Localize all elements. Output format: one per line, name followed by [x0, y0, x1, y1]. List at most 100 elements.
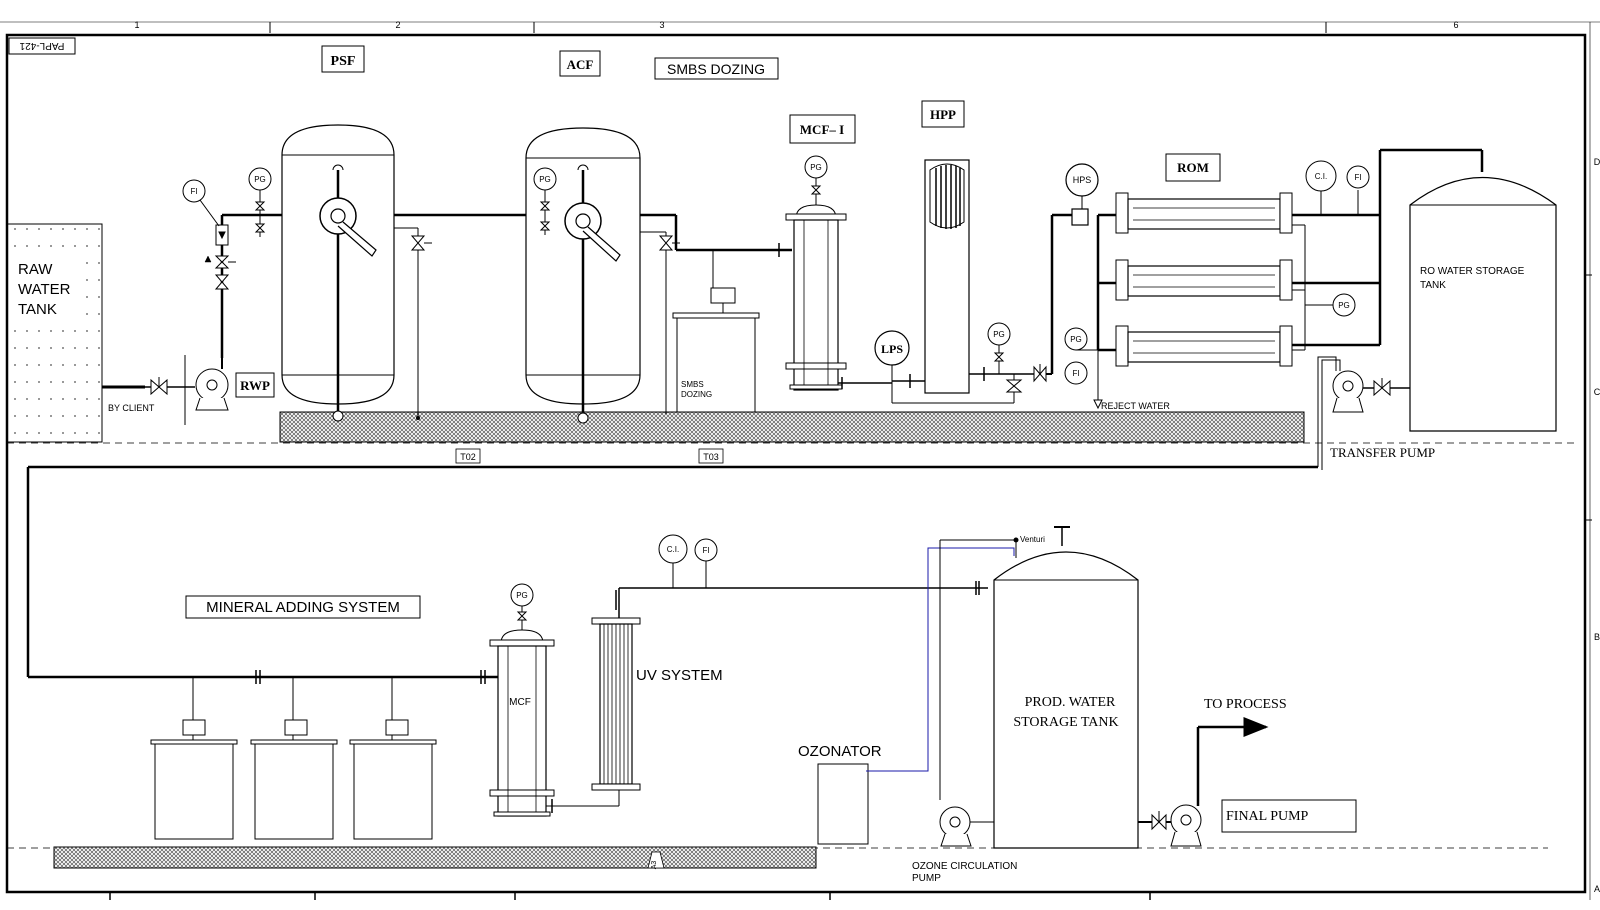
ro-storage-label-1: RO WATER STORAGE [1420, 266, 1525, 277]
smbs-dozing-tank [672, 250, 760, 413]
rwp-label: RWP [240, 378, 270, 393]
ozone-pump-label-1: OZONE CIRCULATION [912, 861, 1017, 872]
title-psf-text: PSF [331, 54, 356, 69]
uv-system [591, 581, 988, 791]
fi-label-ro: FI [1354, 173, 1361, 182]
pg-label-1: PG [254, 175, 266, 184]
pg-instrument-ro: PG [1332, 293, 1356, 317]
column-mark-2: 2 [395, 20, 400, 30]
title-mineral-box: MINERAL ADDING SYSTEM [185, 595, 421, 619]
by-client-label: BY CLIENT [108, 403, 155, 413]
mcf1-vessel [785, 178, 892, 391]
title-mineral-text: MINERAL ADDING SYSTEM [206, 599, 400, 616]
ro-storage-label-2: TANK [1420, 280, 1446, 291]
drain-point: A3 [647, 851, 665, 870]
raw-water-tank: RAW WATER TANK [6, 223, 103, 443]
ro-membrane-1 [1115, 192, 1293, 234]
row-mark-c: C [1594, 387, 1600, 397]
ro-membrane-3 [1115, 325, 1293, 367]
pg-instrument-1: PG [248, 167, 272, 237]
inlet-line [102, 355, 195, 425]
uv-system-label: UV SYSTEM [636, 667, 723, 684]
transfer-pump [1317, 356, 1410, 470]
to-process-label: TO PROCESS [1204, 697, 1287, 712]
title-mcf1-text: MCF– I [800, 122, 844, 137]
pg-instrument-mcf: PG [510, 583, 534, 607]
pg-label-mcf: PG [516, 591, 528, 600]
smbs-tank-label-2: DOZING [681, 390, 712, 399]
fi-instrument-uv: FI [694, 538, 718, 588]
fi-label-1: FI [190, 187, 197, 196]
pg-instrument-acf: PG [533, 167, 557, 235]
fi-label-uv: FI [702, 546, 709, 555]
title-mcf1: MCF– I [789, 114, 856, 144]
title-acf-text: ACF [567, 57, 594, 72]
title-rom-text: ROM [1177, 160, 1209, 175]
mcf-vessel [489, 606, 555, 817]
raw-water-pump [195, 358, 229, 411]
t03-label: T03 [703, 452, 719, 462]
ozone-circulation-pump [939, 539, 1017, 847]
ci-instrument-uv: C.I. [658, 534, 688, 588]
mcf-label: MCF [509, 697, 531, 708]
smbs-tank-label-1: SMBS [681, 380, 704, 389]
t02-tag: T02 [455, 448, 481, 464]
title-smbs-dozing-text: SMBS DOZING [667, 61, 765, 77]
column-mark-3: 3 [659, 20, 664, 30]
drain-label: A3 [651, 861, 658, 870]
ozonator [817, 763, 869, 845]
title-smbs-dozing: SMBS DOZING [654, 57, 779, 80]
lower-plinth [53, 846, 817, 869]
mcf-uv-line [546, 790, 620, 813]
transfer-line [26, 465, 1318, 684]
ci-label-ro: C.I. [1315, 172, 1327, 181]
psf-drain-valve [394, 227, 432, 420]
title-hpp-text: HPP [930, 107, 956, 122]
ozonator-label: OZONATOR [798, 743, 882, 760]
acf-drain-valve [640, 231, 680, 414]
psf-vessel [281, 124, 395, 422]
mineral-tank-3 [349, 677, 437, 840]
final-pump [1138, 717, 1269, 847]
rwp-label-box: RWP [235, 372, 275, 398]
pg-label-reject: PG [1070, 335, 1082, 344]
mineral-tank-1 [150, 677, 238, 840]
title-hpp: HPP [921, 100, 965, 128]
ci-instrument-ro: C.I. [1305, 160, 1337, 192]
ozone-pump-label-2: PUMP [912, 873, 941, 884]
ozone-line [866, 547, 1015, 772]
column-mark-1: 1 [134, 20, 139, 30]
pg-instrument-mcf1: PG [804, 155, 828, 179]
pg-label-mcf1: PG [810, 163, 822, 172]
sheet-frame [0, 21, 1600, 900]
drawing-number: PAPL-421 [8, 37, 76, 55]
raw-water-tank-label-2: WATER [18, 281, 71, 298]
t03-tag: T03 [698, 448, 724, 464]
product-water-tank [993, 526, 1139, 849]
ci-label-uv: C.I. [667, 545, 679, 554]
ro-membrane-2 [1115, 259, 1293, 301]
reject-water-label: REJECT WATER [1101, 401, 1170, 411]
fi-instrument-1: FI [182, 179, 220, 227]
prod-tank-label-2: STORAGE TANK [1013, 715, 1118, 730]
row-mark-a: A [1594, 884, 1600, 894]
reject-line [1076, 349, 1103, 410]
hps-switch: HPS [1065, 163, 1099, 226]
upper-plinth [279, 411, 1305, 443]
high-pressure-pump [891, 159, 1052, 404]
venturi-label: Venturi [1020, 535, 1045, 544]
permeate-line [1292, 148, 1484, 351]
title-acf: ACF [559, 50, 601, 77]
row-mark-d: D [1594, 157, 1600, 167]
lps-label: LPS [881, 342, 903, 356]
pg-instrument-reject: PG [1064, 327, 1088, 351]
mineral-tank-2 [250, 677, 338, 840]
fi-instrument-reject: FI [1064, 361, 1088, 385]
title-psf: PSF [321, 45, 365, 73]
lps-switch: LPS [874, 330, 910, 383]
transfer-pump-label: TRANSFER PUMP [1330, 445, 1435, 460]
rwp-riser [204, 215, 236, 358]
pg-label-ro: PG [1338, 301, 1350, 310]
inlet-valve [150, 377, 168, 396]
